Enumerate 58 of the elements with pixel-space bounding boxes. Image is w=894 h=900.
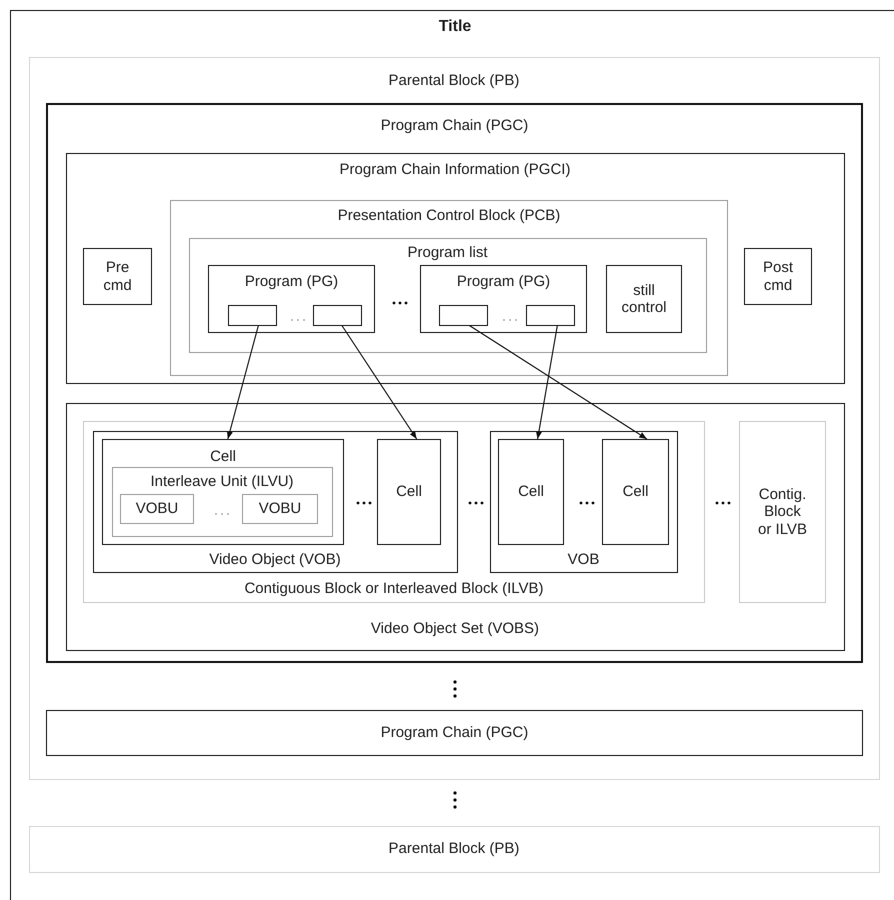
block-label: Parental Block (PB) bbox=[388, 72, 520, 89]
unit-part-box bbox=[242, 494, 318, 524]
command-box bbox=[744, 248, 812, 305]
block-label: Video Object (VOB) bbox=[209, 551, 341, 568]
arrow bbox=[226, 325, 259, 440]
block-box bbox=[28, 826, 880, 872]
small-box bbox=[312, 304, 362, 326]
cell-box bbox=[498, 439, 564, 545]
block-label: Cell bbox=[622, 483, 648, 501]
small-box bbox=[228, 304, 276, 326]
block-label: Contig. Block or ILVB bbox=[758, 486, 807, 538]
block-label: Cell bbox=[518, 483, 544, 501]
block-box bbox=[83, 421, 705, 603]
info-box bbox=[66, 152, 844, 384]
block-label: Program Chain (PGC) bbox=[380, 117, 528, 134]
small-box bbox=[438, 304, 488, 326]
unit-part-box bbox=[120, 494, 194, 524]
block-label: Presentation Control Block (PCB) bbox=[338, 207, 560, 224]
block-label: Cell bbox=[210, 448, 236, 466]
small-box bbox=[526, 304, 574, 326]
cell-box bbox=[377, 439, 441, 545]
block-label: Interleave Unit (ILVU) bbox=[150, 472, 294, 490]
object-box bbox=[490, 430, 678, 572]
block-label: Pre cmd bbox=[102, 259, 133, 294]
block-label: Program (PG) bbox=[244, 273, 338, 290]
outer-frame bbox=[10, 10, 894, 900]
block-label: Program Chain (PGC) bbox=[380, 724, 528, 742]
chain-box bbox=[46, 103, 863, 663]
command-box bbox=[83, 248, 152, 305]
block-label: VOBU bbox=[258, 500, 302, 518]
block-label: Contiguous Block or Interleaved Block (ILVB) bbox=[244, 580, 544, 597]
cell-box bbox=[602, 439, 669, 545]
chain-box bbox=[46, 710, 863, 756]
control-block-box bbox=[170, 200, 728, 376]
list-box bbox=[188, 238, 706, 352]
block-box bbox=[28, 56, 880, 780]
arrow bbox=[341, 325, 418, 440]
block-label: Program Chain Information (PGCI) bbox=[340, 160, 570, 178]
control-box bbox=[606, 265, 682, 333]
object-box bbox=[92, 430, 458, 572]
arrow bbox=[536, 325, 558, 440]
block-label: Program (PG) bbox=[456, 273, 550, 290]
program-box bbox=[208, 265, 375, 333]
arrow bbox=[469, 325, 648, 440]
block-label: VOBU bbox=[136, 500, 178, 518]
block-label: Program list bbox=[407, 244, 488, 261]
program-box bbox=[420, 265, 587, 333]
block-label: Post cmd bbox=[762, 259, 794, 294]
block-box bbox=[739, 421, 826, 603]
cell-box bbox=[102, 439, 344, 545]
block-label: VOB bbox=[568, 551, 600, 568]
block-label: still control bbox=[620, 282, 668, 316]
title: Title bbox=[438, 18, 472, 36]
block-label: Video Object Set (VOBS) bbox=[370, 620, 540, 638]
object-set-box bbox=[66, 402, 844, 650]
block-label: Cell bbox=[396, 483, 422, 501]
unit-box bbox=[112, 466, 332, 536]
block-label: Parental Block (PB) bbox=[388, 840, 520, 858]
